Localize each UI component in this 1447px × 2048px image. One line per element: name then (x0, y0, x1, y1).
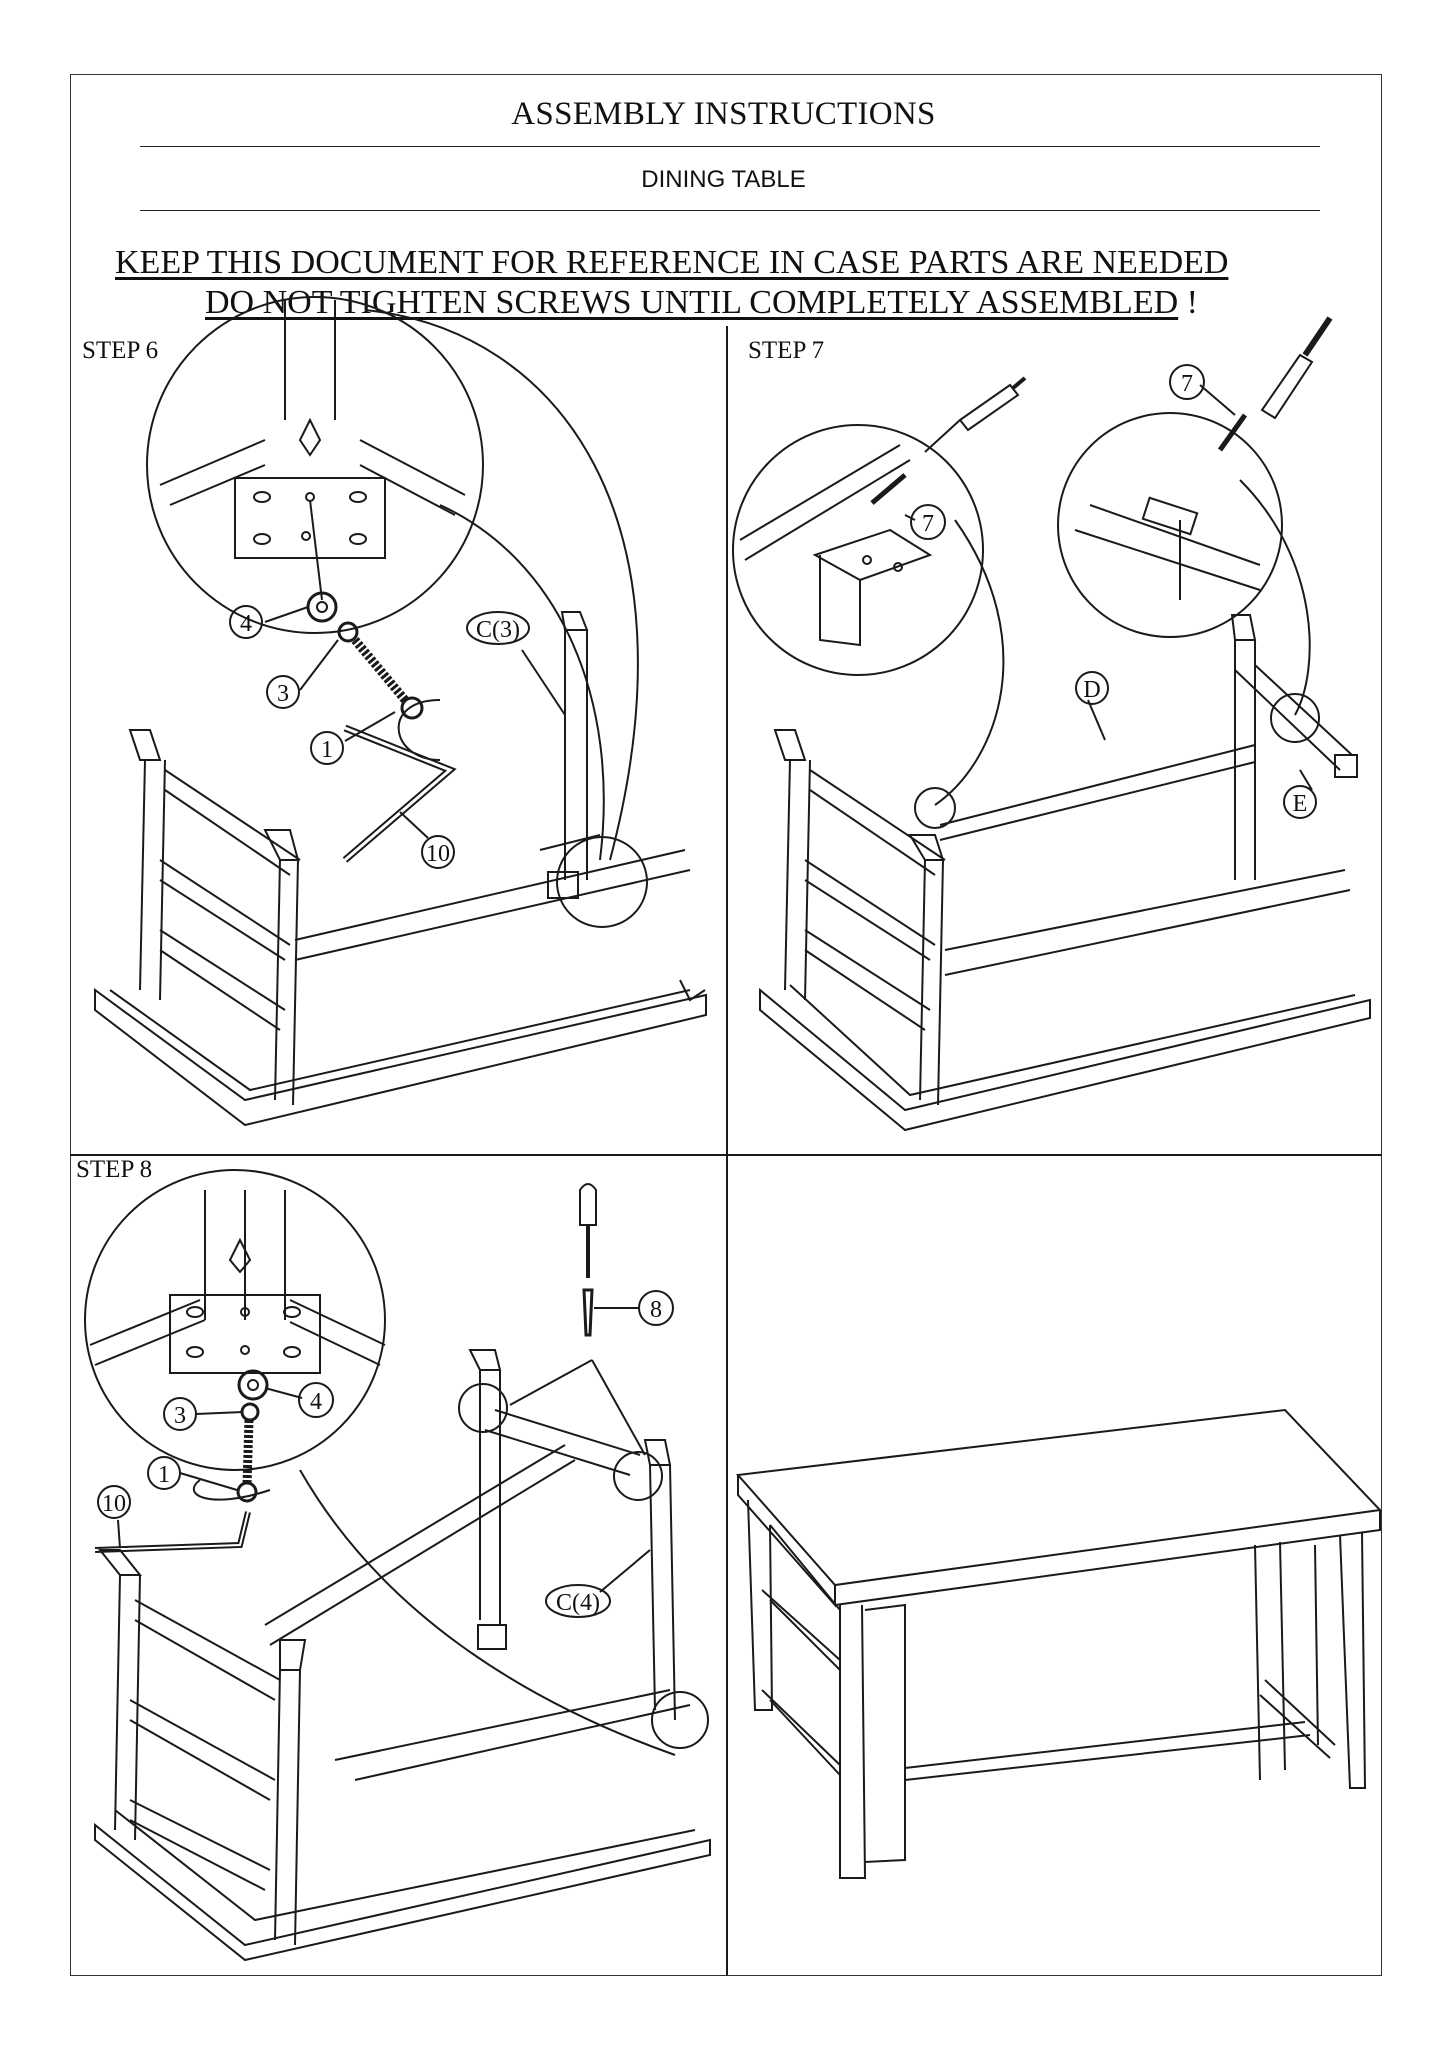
step-8-illustration (84, 1169, 711, 1962)
step-6-illustration (94, 296, 707, 1127)
step-6-corner-highlight (556, 836, 648, 928)
callout-8-step8: 8 (650, 1297, 662, 1323)
step-7-label: STEP 7 (748, 337, 825, 364)
callout-e-step7: E (1293, 791, 1308, 817)
callout-3-step6: 3 (277, 681, 289, 707)
title-rule-bottom (140, 210, 1320, 211)
step-6-label: STEP 6 (82, 337, 159, 364)
callout-1-step6: 1 (321, 737, 333, 763)
step-7-detail-circle-right (1057, 412, 1283, 638)
warning-line-1: KEEP THIS DOCUMENT FOR REFERENCE IN CASE… (115, 244, 1229, 281)
step-7-illustration (732, 316, 1371, 1132)
document-title: ASSEMBLY INSTRUCTIONS (511, 96, 936, 132)
callout-10-step8: 10 (102, 1491, 126, 1517)
callout-10-step6: 10 (426, 841, 450, 867)
callout-1-step8: 1 (158, 1462, 170, 1488)
step-7-callouts (910, 364, 1317, 819)
callout-d-step7: D (1083, 677, 1100, 703)
warning-line-2: DO NOT TIGHTEN SCREWS UNTIL COMPLETELY A… (205, 284, 1198, 321)
finished-table-illustration (735, 1408, 1383, 1879)
step-6-detail-circle (146, 296, 484, 634)
callout-4-step6: 4 (240, 611, 252, 637)
product-subtitle: DINING TABLE (641, 166, 806, 193)
callout-4-step8: 4 (310, 1389, 322, 1415)
callout-7-left-step7: 7 (922, 511, 934, 537)
step-7-detail-circle-left (732, 424, 984, 676)
callout-c3-step6: C(3) (476, 617, 520, 643)
step-8-detail-circle (84, 1169, 386, 1471)
callout-3-step8: 3 (174, 1403, 186, 1429)
step-8-label: STEP 8 (76, 1156, 153, 1183)
title-rule-top (140, 146, 1320, 147)
step-8-callouts (97, 1290, 674, 1618)
callout-7-right-step7: 7 (1181, 371, 1193, 397)
callout-c4-step8: C(4) (556, 1590, 600, 1616)
step-6-callouts (229, 605, 530, 869)
